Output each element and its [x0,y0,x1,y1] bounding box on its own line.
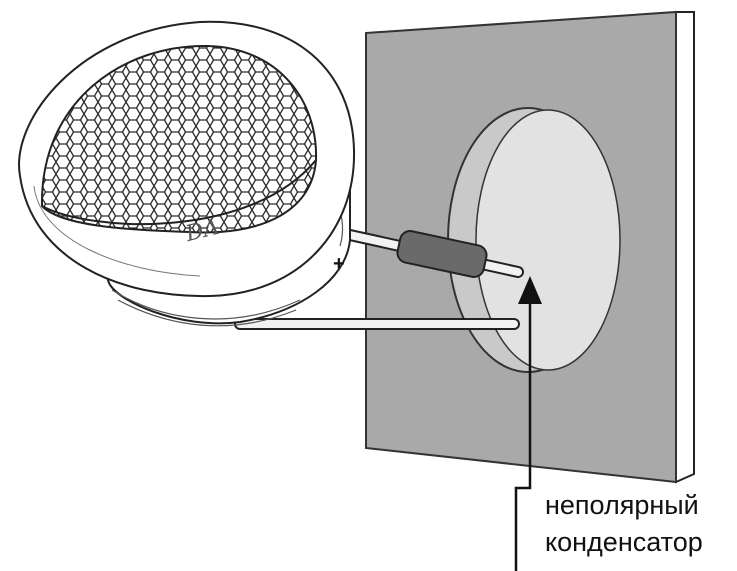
tweeter-speaker: DΛ + [19,22,354,326]
cutout-opening [476,110,620,370]
positive-terminal-sign: + [333,253,345,275]
callout-label-line2: конденсатор [545,527,703,557]
panel-cutout [448,108,620,372]
panel-edge [676,12,694,482]
callout-label-line1: неполярный [545,490,699,520]
